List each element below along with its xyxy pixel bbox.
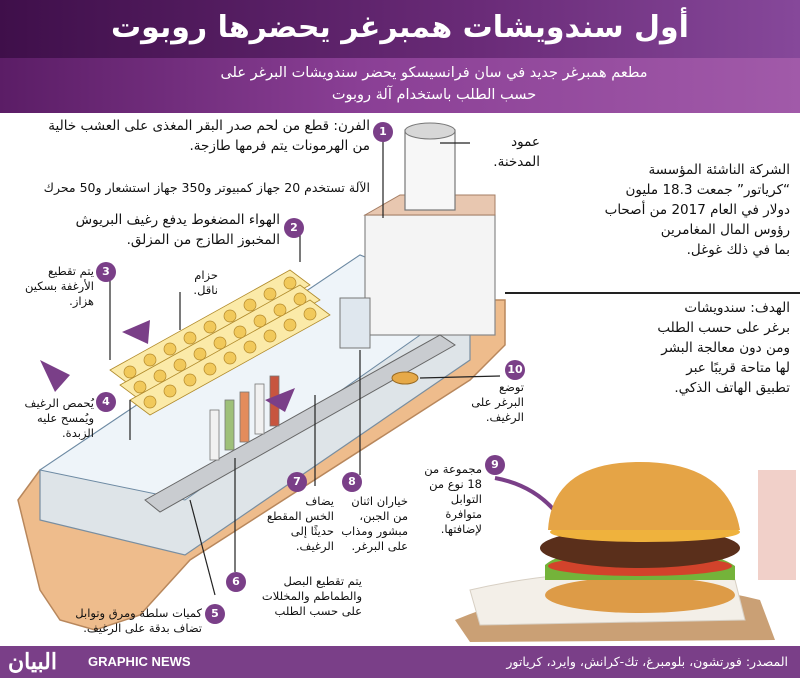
step-8-note: خياران اثنان من الجبن، مبشور ومذاب على ا…: [338, 494, 408, 554]
step-number-badge: 9: [485, 455, 505, 475]
oven-note: الفرن: قطع من لحم صدر البقر المغذى على ا…: [8, 116, 370, 156]
step-line: يتم تقطيع البصل: [283, 574, 362, 588]
step-line: 18 نوع من: [429, 477, 482, 491]
machine-note: الآلة تستخدم 20 جهاز كمبيوتر و350 جهاز ا…: [43, 180, 370, 195]
step-6-note: يتم تقطيع البصل والطماطم والمخللات على ح…: [250, 574, 362, 619]
goal-line: برغر على حسب الطلب: [657, 320, 790, 336]
goal-line: تطبيق الهاتف الذكي.: [674, 380, 790, 396]
oven-tower: [364, 214, 496, 336]
step-line: لإضافتها.: [440, 522, 482, 536]
conveyor-belt-label: حزام ناقل.: [170, 268, 218, 298]
step-line: يتم تقطيع: [47, 264, 94, 278]
subtitle-line: حسب الطلب باستخدام آلة روبوت: [331, 87, 537, 103]
step-line: على حسب الطلب: [274, 604, 362, 618]
header-banner: أول سندويشات همبرغر يحضرها روبوت مطعم هم…: [0, 0, 800, 113]
step-number-badge: 4: [96, 392, 116, 412]
side-glass: [758, 470, 796, 580]
header-title-band: [0, 0, 800, 58]
company-line: الشركة الناشئة المؤسسة: [648, 162, 790, 178]
belt-line: حزام: [194, 268, 218, 282]
step-line: مجموعة من: [424, 462, 482, 476]
step-line: توضع: [498, 380, 524, 394]
belt-line: ناقل.: [193, 283, 218, 297]
step-number-badge: 3: [96, 262, 116, 282]
step-2-note: الهواء المضغوط يدفع رغيف البريوش المخبوز…: [20, 210, 280, 250]
step-line: تضاف بدقة على الرغيف.: [83, 621, 202, 635]
company-note: الشركة الناشئة المؤسسة “كرياتور” جمعت 18…: [575, 160, 790, 260]
step-number-badge: 6: [226, 572, 246, 592]
step-line: مبشور ومذاب: [341, 524, 408, 538]
chimney-note: عمود المدخنة.: [470, 132, 540, 172]
chimney-line: المدخنة.: [493, 154, 540, 170]
step-number-badge: 8: [342, 472, 362, 492]
step-line: الأرغفة بسكين: [25, 279, 94, 293]
leader-lines: [109, 140, 501, 596]
chimney-opening: [404, 122, 456, 140]
page-title: أول سندويشات همبرغر يحضرها روبوت: [111, 10, 689, 45]
step-3-note: يتم تقطيع الأرغفة بسكين هزاز.: [12, 264, 94, 309]
publisher-logo: البيان: [8, 649, 57, 675]
company-line: دولار في العام 2017 من أصحاب: [604, 202, 790, 218]
goal-line: لها متاحة قريبًا عبر: [686, 360, 790, 376]
oven-line: الفرن: قطع من لحم صدر البقر المغذى على ا…: [48, 118, 370, 134]
arrow-icon: [40, 360, 70, 392]
chimney-line: عمود: [511, 134, 540, 150]
step-line: التوابل: [450, 492, 482, 506]
step-number-badge: 2: [284, 218, 304, 238]
step-line: الخس المقطع: [266, 509, 334, 523]
step-7-note: يضاف الخس المقطع حديثًا إلى الرغيف.: [254, 494, 334, 554]
chimney-pipe: [404, 129, 456, 211]
step-line: من الجبن،: [359, 509, 408, 523]
step-line: الهواء المضغوط يدفع رغيف البريوش: [75, 212, 280, 228]
goal-note: الهدف: سندويشات برغر على حسب الطلب ومن د…: [645, 298, 790, 398]
step-line: حديثًا إلى الرغيف.: [290, 524, 334, 553]
goal-line: الهدف: سندويشات: [684, 300, 790, 316]
step-5-note: كميات سلطة ومرق وتوابل تضاف بدقة على الر…: [60, 606, 202, 636]
step-line: يُحمص الرغيف: [24, 396, 94, 410]
step-10-note: توضع البرغر على الرغيف.: [462, 380, 524, 425]
subtitle-line: مطعم همبرغر جديد في سان فرانسيسكو يحضر س…: [220, 65, 648, 81]
step-line: والطماطم والمخللات: [261, 589, 362, 603]
bun-slices: [123, 276, 317, 409]
page-subtitle: مطعم همبرغر جديد في سان فرانسيسكو يحضر س…: [84, 62, 784, 106]
step-line: الزبدة.: [62, 426, 94, 440]
step-number-badge: 1: [373, 122, 393, 142]
step-number-badge: 5: [205, 604, 225, 624]
arrow-icon: [265, 388, 295, 412]
step-line: ويُمسح عليه: [36, 411, 94, 425]
step-9-note: مجموعة من 18 نوع من التوابل متوافرة لإضا…: [412, 462, 482, 537]
bottom-bun: [545, 577, 735, 613]
company-line: رؤوس المال المغامرين: [660, 222, 790, 238]
arrow-icon: [122, 320, 150, 344]
step-line: كميات سلطة ومرق وتوابل: [75, 606, 202, 620]
patty-on-bun: [391, 371, 419, 385]
step-line: خياران اثنان: [351, 494, 408, 508]
step-line: المخبوز الطازج من المزلق.: [126, 232, 280, 248]
top-bun: [548, 462, 740, 530]
section-divider: [505, 292, 800, 294]
step-line: متوافرة: [445, 507, 482, 521]
agency-credit: GRAPHIC NEWS: [88, 654, 191, 669]
step-4-note: يُحمص الرغيف ويُمسح عليه الزبدة.: [10, 396, 94, 441]
step-number-badge: 10: [505, 360, 525, 380]
step-line: هزاز.: [69, 294, 94, 308]
cheese-grater: [339, 297, 371, 349]
source-credit: المصدر: فورتشون، بلومبرغ، تك-كرانش، واير…: [506, 654, 788, 669]
step-line: على البرغر.: [351, 539, 408, 553]
conveyor-belt: [144, 334, 456, 513]
step-line: يضاف: [305, 494, 334, 508]
step-line: البرغر على: [471, 395, 524, 409]
oven-line: من الهرمونات يتم فرمها طازجة.: [189, 138, 370, 154]
company-line: “كرياتور” جمعت 18.3 مليون: [625, 182, 790, 198]
footer-bar: المصدر: فورتشون، بلومبرغ، تك-كرانش، واير…: [0, 646, 800, 678]
step-number-badge: 7: [287, 472, 307, 492]
goal-line: ومن دون معالجة البشر: [661, 340, 790, 356]
step-line: الرغيف.: [485, 410, 524, 424]
company-line: بما في ذلك غوغل.: [686, 242, 790, 258]
